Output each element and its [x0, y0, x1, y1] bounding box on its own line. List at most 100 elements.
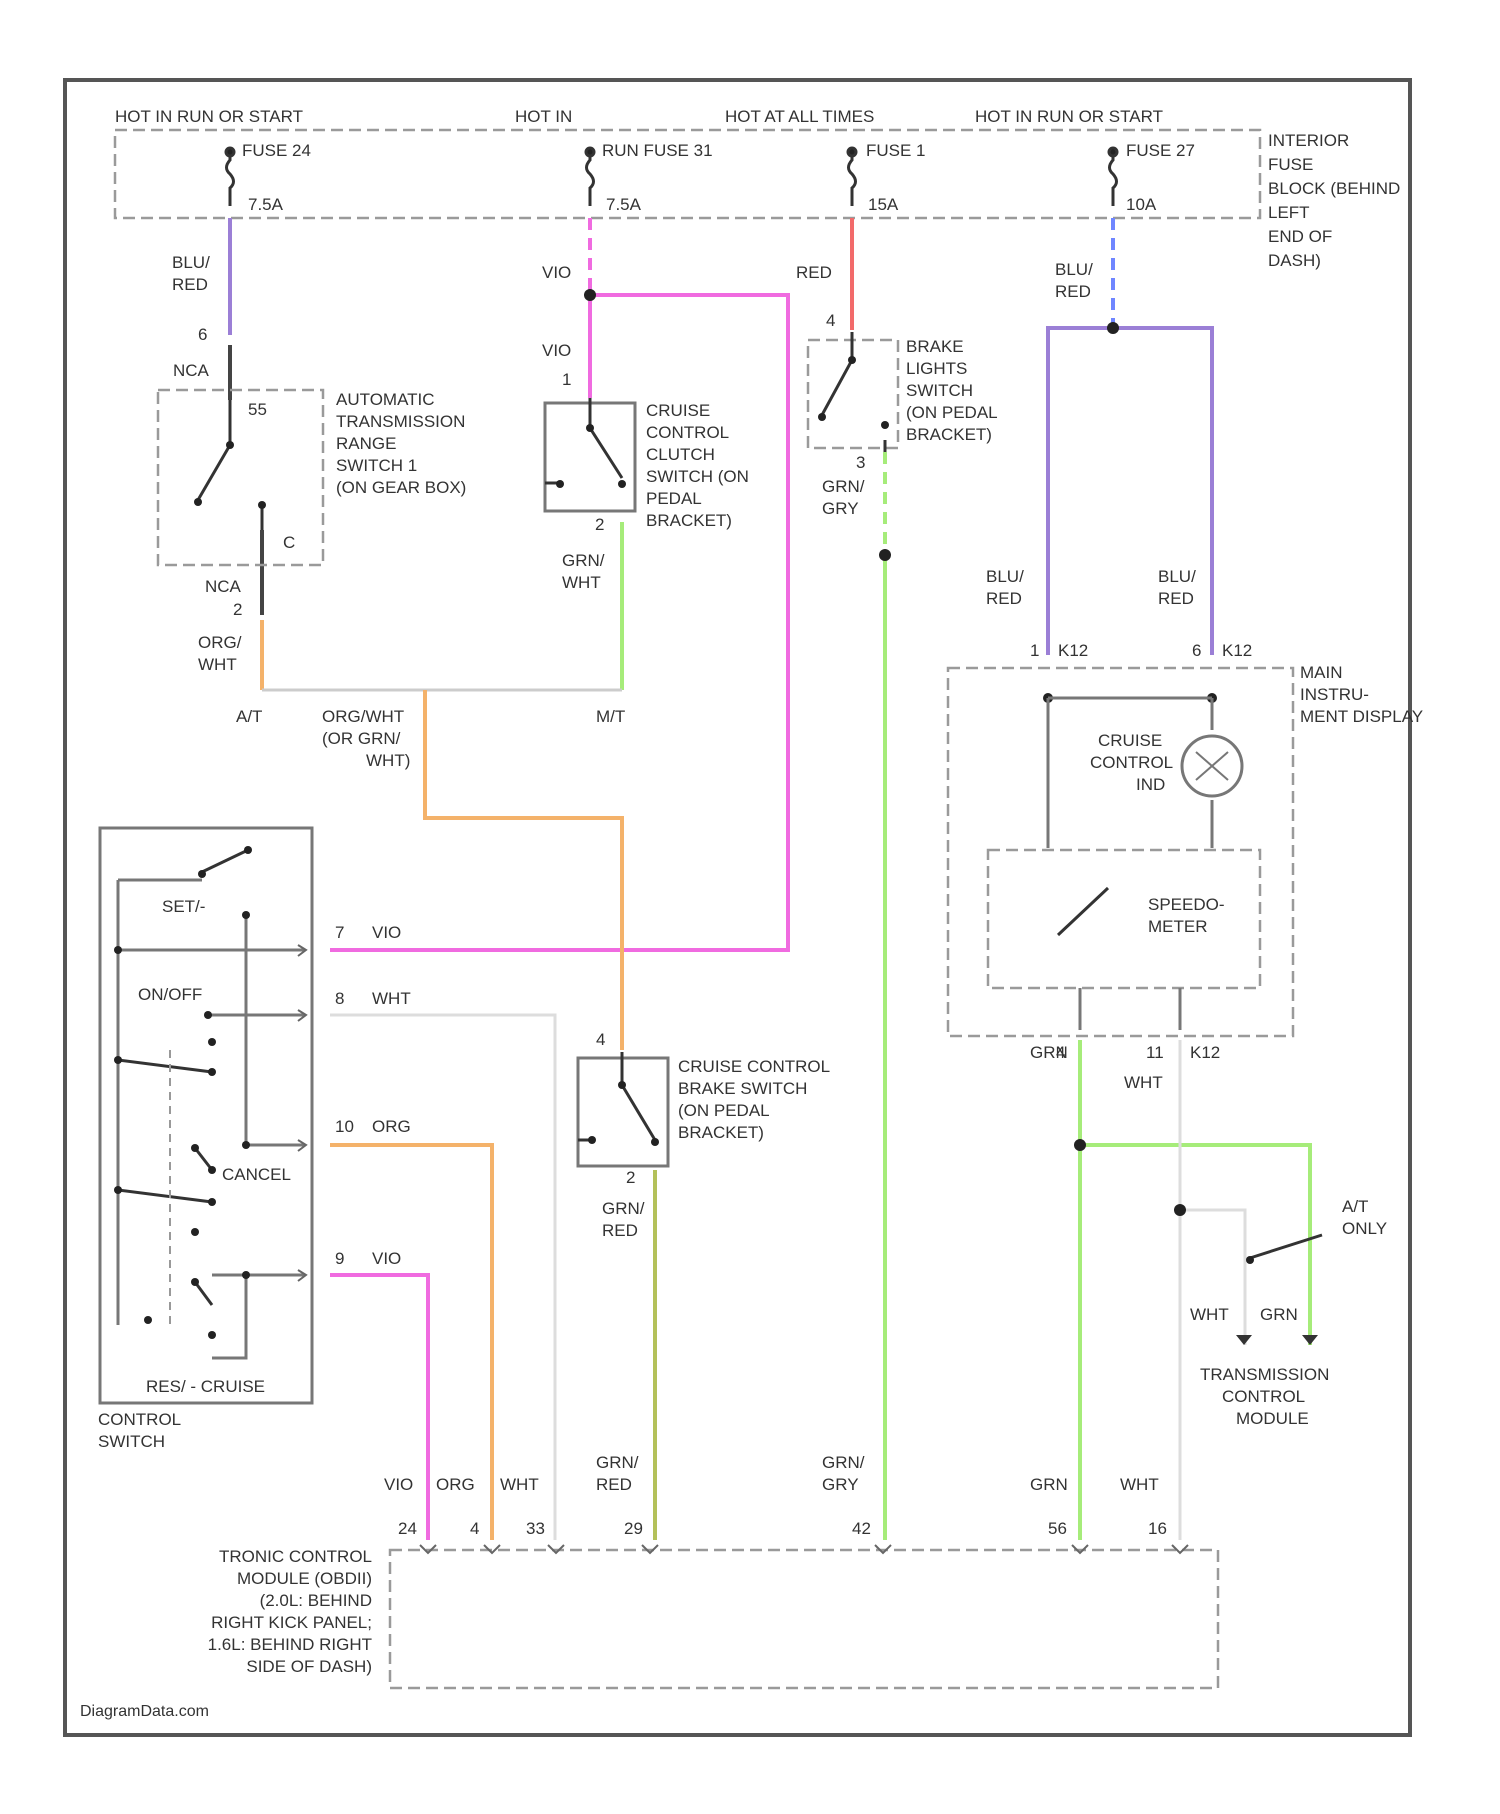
instrument-display: CRUISE CONTROL IND SPEEDO- METER 1 K12 6… [948, 641, 1423, 1062]
label-vio-cs-9: VIO [372, 1249, 401, 1268]
range-switch-label-2: TRANSMISSION [336, 412, 465, 431]
brake-lights-label-3: SWITCH [906, 381, 973, 400]
fuse-1-name: FUSE 1 [866, 141, 926, 160]
fuse-header-4: HOT IN RUN OR START [975, 107, 1163, 126]
label-pin-cs-9: 9 [335, 1249, 344, 1268]
module-label-4: RIGHT KICK PANEL; [211, 1613, 372, 1632]
module-wire-wht2: WHT [1120, 1475, 1159, 1494]
range-switch-pin-55: 55 [248, 400, 267, 419]
fuse-27-name: FUSE 27 [1126, 141, 1195, 160]
module-label-1: TRONIC CONTROL [219, 1547, 372, 1566]
wire-org-wht-down [425, 690, 622, 1050]
module-wire-grn-gry-a: GRN/ [822, 1453, 865, 1472]
label-nca-bottom: NCA [205, 577, 242, 596]
clutch-label-2: CONTROL [646, 423, 729, 442]
label-brake-lights-pin-top: 4 [826, 311, 835, 330]
display-pin-bottom-right: 11 [1146, 1043, 1164, 1062]
range-switch: 55 C AUTOMATIC TRANSMISSION RANGE SWITCH… [158, 390, 466, 565]
brake-switch-pin-top: 4 [596, 1030, 605, 1049]
cs-label-res-cruise: RES/ - CRUISE [146, 1377, 265, 1396]
wire-vio-control-switch-9 [330, 1275, 428, 1540]
label-blu-red-2b: RED [1055, 282, 1091, 301]
cs-label-onoff: ON/OFF [138, 985, 202, 1004]
clutch-label-3: CLUTCH [646, 445, 715, 464]
label-org-wht-a: ORG/ [198, 633, 242, 652]
range-switch-label-3: RANGE [336, 434, 396, 453]
fuse-block-label-6: DASH) [1268, 251, 1321, 270]
display-pin-right: 6 [1192, 641, 1201, 660]
clutch-label-1: CRUISE [646, 401, 710, 420]
label-blu-red-1a: BLU/ [172, 253, 210, 272]
cs-label-set: SET/- [162, 897, 205, 916]
label-vio-2: VIO [542, 341, 571, 360]
range-switch-label-1: AUTOMATIC [336, 390, 435, 409]
clutch-label-4: SWITCH (ON [646, 467, 749, 486]
label-org-wht-or-a: ORG/WHT [322, 707, 404, 726]
cs-label-cancel: CANCEL [222, 1165, 291, 1184]
fuse-1-rating: 15A [868, 195, 899, 214]
module-wire-grn-red-a: GRN/ [596, 1453, 639, 1472]
fuse-header-3: HOT AT ALL TIMES [725, 107, 874, 126]
module-label-2: MODULE (OBDII) [237, 1569, 372, 1588]
module-wire-org: ORG [436, 1475, 475, 1494]
label-blu-red-4a: BLU/ [1158, 567, 1196, 586]
label-grn-tcm: GRN [1260, 1305, 1298, 1324]
clutch-label-6: BRACKET) [646, 511, 732, 530]
label-blu-red-2a: BLU/ [1055, 260, 1093, 279]
label-grn-red-b: RED [602, 1221, 638, 1240]
clutch-switch: CRUISE CONTROL CLUTCH SWITCH (ON PEDAL B… [545, 398, 749, 530]
indicator-label-1: CRUISE [1098, 731, 1162, 750]
label-vio-1: VIO [542, 263, 571, 282]
wire-wht-control-switch [330, 1015, 555, 1540]
display-pin-left: 1 [1030, 641, 1039, 660]
fuse-header-2: HOT IN [515, 107, 572, 126]
control-switch-label-2: SWITCH [98, 1432, 165, 1451]
module-wire-wht: WHT [500, 1475, 539, 1494]
label-grn-wht-a: GRN/ [562, 551, 605, 570]
display-conn-bottom: K12 [1190, 1043, 1220, 1062]
brake-switch-label-2: BRAKE SWITCH [678, 1079, 807, 1098]
module-label-5: 1.6L: BEHIND RIGHT [208, 1635, 372, 1654]
control-switch-label-1: CONTROL [98, 1410, 181, 1429]
module-pin-4: 4 [470, 1519, 479, 1538]
wire-wht-to-tcm [1180, 1210, 1245, 1345]
label-blu-red-3b: RED [986, 589, 1022, 608]
display-label-2: INSTRU- [1300, 685, 1369, 704]
fuse-31-rating: 7.5A [606, 195, 642, 214]
fuse-block-label-5: END OF [1268, 227, 1332, 246]
fuse-24-rating: 7.5A [248, 195, 284, 214]
label-mt: M/T [596, 707, 625, 726]
display-conn-right: K12 [1222, 641, 1252, 660]
clutch-label-5: PEDAL [646, 489, 702, 508]
label-blu-red-4b: RED [1158, 589, 1194, 608]
label-wht-display: WHT [1124, 1073, 1163, 1092]
module-wire-grn-red-b: RED [596, 1475, 632, 1494]
indicator-label-3: IND [1136, 775, 1165, 794]
label-at: A/T [236, 707, 262, 726]
brake-lights-label-4: (ON PEDAL [906, 403, 998, 422]
cruise-brake-switch: 4 2 CRUISE CONTROL BRAKE SWITCH (ON PEDA… [578, 1030, 830, 1187]
fuse-31-name: RUN FUSE 31 [602, 141, 713, 160]
display-label-1: MAIN [1300, 663, 1343, 682]
tcm-label-1: TRANSMISSION [1200, 1365, 1329, 1384]
module-label-6: SIDE OF DASH) [246, 1657, 372, 1676]
label-blu-red-3a: BLU/ [986, 567, 1024, 586]
brake-lights-label-2: LIGHTS [906, 359, 967, 378]
speedometer-label-2: METER [1148, 917, 1208, 936]
label-range-pin-bottom: 2 [233, 600, 242, 619]
at-only-label-2: ONLY [1342, 1219, 1387, 1238]
tcm-label-3: MODULE [1236, 1409, 1309, 1428]
label-pin-cs-7: 7 [335, 923, 344, 942]
fuse-block-label-4: LEFT [1268, 203, 1310, 222]
module-pin-33: 33 [526, 1519, 545, 1538]
module-label-3: (2.0L: BEHIND [260, 1591, 372, 1610]
fuse-header-1: HOT IN RUN OR START [115, 107, 303, 126]
tcm-label-2: CONTROL [1222, 1387, 1305, 1406]
brake-switch-label-3: (ON PEDAL [678, 1101, 770, 1120]
label-clutch-pin-bottom: 2 [595, 515, 604, 534]
brake-switch-pin-bottom: 2 [626, 1168, 635, 1187]
brake-lights-label-5: BRACKET) [906, 425, 992, 444]
module-wire-grn: GRN [1030, 1475, 1068, 1494]
brake-switch-label-1: CRUISE CONTROL [678, 1057, 830, 1076]
brake-lights-label-1: BRAKE [906, 337, 964, 356]
